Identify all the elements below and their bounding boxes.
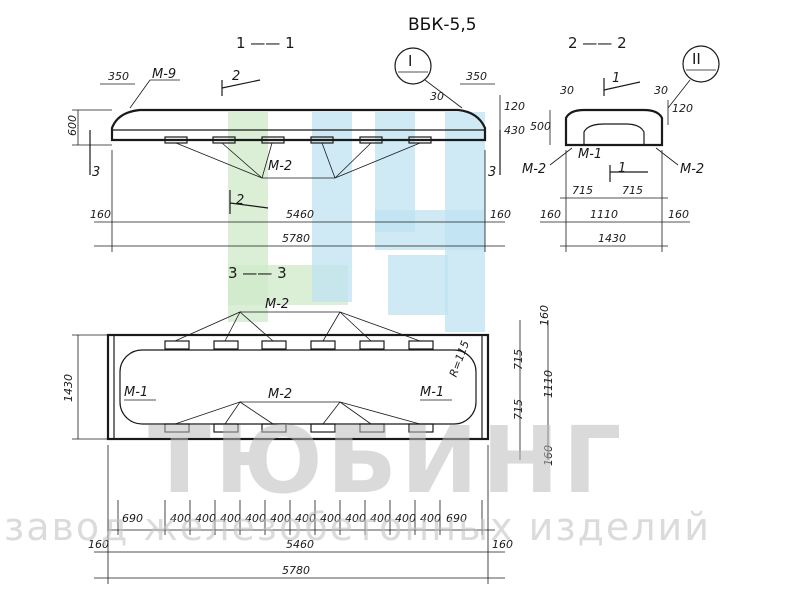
dim-400-1: 400: [170, 512, 191, 525]
dim-160-top-3-3: 160: [538, 305, 551, 326]
dim-715-bottom-3-3: 715: [512, 399, 525, 420]
callout-II: II: [667, 45, 720, 109]
dim-430: 430: [504, 124, 525, 137]
dim-5460-1-1: 5460: [286, 208, 314, 221]
mark-m1-left-3-3: М-1: [124, 385, 148, 400]
section-1-heading: 1 —— 1: [236, 34, 295, 52]
dim-120-2-2: 120: [672, 102, 693, 115]
mark-m9: М-9: [152, 67, 176, 82]
dim-120: 120: [504, 100, 525, 113]
dim-5780-3-3: 5780: [282, 564, 310, 577]
dim-500: 500: [530, 120, 551, 133]
mark-m1-2-2: М-1: [578, 147, 602, 162]
mark-m2-left-2-2: М-2: [522, 162, 546, 177]
section-2-heading: 2 —— 2: [568, 34, 627, 52]
dim-690-right: 690: [446, 512, 467, 525]
dim-5780-1-1: 5780: [282, 232, 310, 245]
dim-160-left-1-1: 160: [90, 208, 111, 221]
drawing-title: ВБК-5,5: [408, 15, 477, 35]
cut-mark-1-top: 1: [612, 71, 620, 86]
radius-label: R=115: [447, 339, 472, 379]
dim-400-6: 400: [295, 512, 316, 525]
dim-400-5: 400: [270, 512, 291, 525]
dim-400-7: 400: [320, 512, 341, 525]
dim-160-right-2-2: 160: [668, 208, 689, 221]
dim-160-bottom-3-3: 160: [542, 445, 555, 466]
dim-160-left-3-3: 160: [88, 538, 109, 551]
dim-400-8: 400: [345, 512, 366, 525]
cut-mark-1-bottom: 1: [618, 161, 626, 176]
dim-1430-3-3: 1430: [62, 374, 75, 402]
mark-m2-1: М-2: [268, 159, 292, 174]
view-1-1: М-2 М-9 2 3 3 350 350 30 600 120 430 160…: [66, 67, 525, 252]
dim-600: 600: [66, 115, 79, 136]
dim-400-9: 400: [370, 512, 391, 525]
plates-top-3-3: [164, 340, 434, 350]
callout-I: I: [394, 47, 463, 109]
callout-II-label: II: [692, 50, 701, 68]
dim-5460-3-3: 5460: [286, 538, 314, 551]
view-2-2: 1 1 М-2 М-1 М-2 30 30 500 120 715 715 16…: [522, 71, 704, 252]
cut-mark-3-left: 3: [92, 165, 100, 180]
mark-m2-right-2-2: М-2: [680, 162, 704, 177]
dim-715-b: 715: [622, 184, 643, 197]
cut-mark-2-top: 2: [232, 69, 240, 84]
dim-715-top-3-3: 715: [512, 349, 525, 370]
dim-160-right-3-3: 160: [492, 538, 513, 551]
dim-1110-3-3: 1110: [542, 370, 555, 398]
spacing-ticks: [117, 500, 483, 535]
dim-715-a: 715: [572, 184, 593, 197]
dim-400-4: 400: [245, 512, 266, 525]
dim-400-2: 400: [195, 512, 216, 525]
dim-160-left-2-2: 160: [540, 208, 561, 221]
dim-1110: 1110: [590, 208, 618, 221]
dim-350-left: 350: [108, 70, 129, 83]
view-3-3: М-2 М-2 М-1 М-1 R=115 1430 160 715 715 1…: [62, 297, 555, 584]
mark-m2-top-3-3: М-2: [265, 297, 289, 312]
dim-30-2-2-right: 30: [654, 84, 668, 97]
dim-30-1-1: 30: [430, 90, 444, 103]
watermark-tagline: завод железобетонных изделий: [4, 505, 711, 549]
dim-350-right: 350: [466, 70, 487, 83]
watermark-brand: ТЮБИНГ: [148, 407, 626, 514]
dim-30-2-2: 30: [560, 84, 574, 97]
cut-mark-3-right: 3: [488, 165, 496, 180]
dim-690-left: 690: [122, 512, 143, 525]
dim-400-10: 400: [395, 512, 416, 525]
dim-160-right-1-1: 160: [490, 208, 511, 221]
dim-400-3: 400: [220, 512, 241, 525]
callout-I-label: I: [408, 52, 412, 70]
mark-m1-right-3-3: М-1: [420, 385, 444, 400]
dim-400-11: 400: [420, 512, 441, 525]
section-3-heading: 3 —— 3: [228, 264, 287, 282]
dim-1430-2-2: 1430: [598, 232, 626, 245]
mark-m2-bottom-3-3: М-2: [268, 387, 292, 402]
cut-mark-2-bottom: 2: [236, 193, 244, 208]
